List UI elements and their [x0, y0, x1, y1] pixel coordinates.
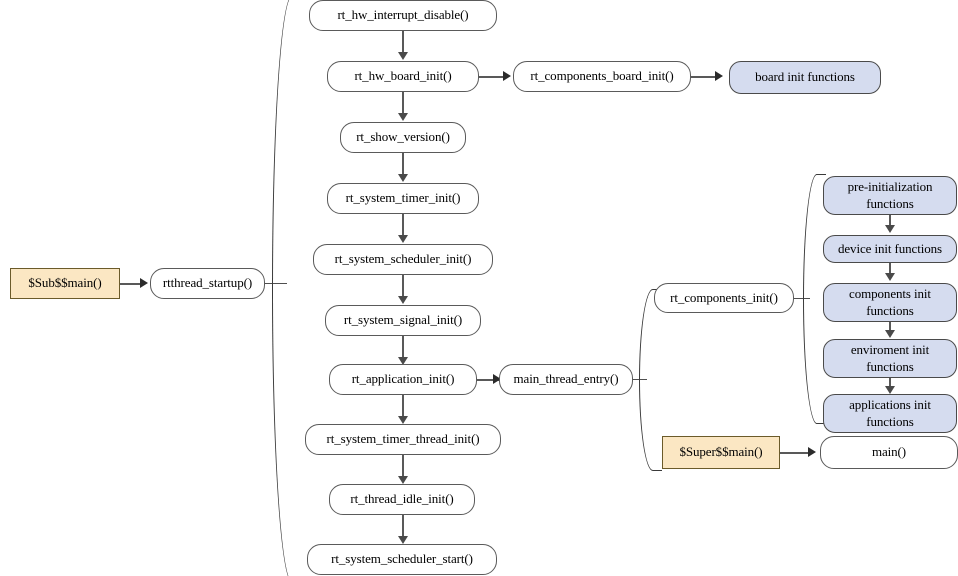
node-super-main[interactable]: $Super$$main() [662, 436, 780, 469]
arrowhead-7-8 [397, 416, 408, 424]
arrowhead-components-board-init-to-board-functions [715, 71, 723, 82]
edge-8-9 [401, 455, 405, 478]
edge-boardinit-to-components-board-init [479, 75, 507, 78]
edge-components-init-to-stage-brace [794, 298, 810, 300]
arrowhead-stage-1-2 [884, 225, 895, 233]
arrowhead-stage-4-5 [884, 386, 895, 394]
node-main-thread-entry[interactable]: main_thread_entry() [499, 364, 633, 395]
arrowhead-application-init-to-main-thread-entry [493, 374, 501, 385]
edge-stage-4-5 [888, 378, 892, 388]
edge-stage-2-3 [888, 263, 892, 275]
arrowhead-9-10 [397, 536, 408, 544]
edge-components-board-init-to-board-functions [691, 75, 719, 78]
node-rt-system-signal-init[interactable]: rt_system_signal_init() [325, 305, 481, 336]
edge-super-main-to-main [780, 451, 812, 454]
edge-2-3 [401, 92, 405, 115]
node-rtthread-startup[interactable]: rtthread_startup() [150, 268, 265, 299]
node-rt-hw-board-init[interactable]: rt_hw_board_init() [327, 61, 479, 92]
arrowhead-3-4 [397, 174, 408, 182]
node-rt-system-timer-init[interactable]: rt_system_timer_init() [327, 183, 479, 214]
node-enviroment-init-functions[interactable]: enviroment init functions [823, 339, 957, 378]
arrowhead-2-3 [397, 113, 408, 121]
edge-7-8 [401, 395, 405, 418]
edge-4-5 [401, 214, 405, 237]
arrowhead-1-2 [397, 52, 408, 60]
arrowhead-submain-to-startup [140, 278, 148, 289]
node-rt-thread-idle-init[interactable]: rt_thread_idle_init() [329, 484, 475, 515]
node-rt-components-board-init[interactable]: rt_components_board_init() [513, 61, 691, 92]
node-applications-init-functions[interactable]: applications init functions [823, 394, 957, 433]
edge-stage-3-4 [888, 322, 892, 332]
node-sub-main[interactable]: $Sub$$main() [10, 268, 120, 299]
node-rt-application-init[interactable]: rt_application_init() [329, 364, 477, 395]
edge-startup-to-brace [265, 283, 287, 285]
node-rt-system-scheduler-start[interactable]: rt_system_scheduler_start() [307, 544, 497, 575]
edge-5-6 [401, 275, 405, 298]
node-rt-show-version[interactable]: rt_show_version() [340, 122, 466, 153]
node-rt-system-timer-thread-init[interactable]: rt_system_timer_thread_init() [305, 424, 501, 455]
brace-startup-chain [272, 0, 305, 576]
edge-stage-1-2 [888, 215, 892, 227]
arrowhead-stage-2-3 [884, 273, 895, 281]
arrowhead-super-main-to-main [808, 447, 816, 458]
edge-submain-to-startup [120, 282, 144, 285]
edge-1-2 [401, 31, 405, 54]
edge-main-thread-entry-to-brace [633, 379, 647, 381]
node-device-init-functions[interactable]: device init functions [823, 235, 957, 263]
arrowhead-5-6 [397, 296, 408, 304]
arrowhead-stage-3-4 [884, 330, 895, 338]
node-rt-system-scheduler-init[interactable]: rt_system_scheduler_init() [313, 244, 493, 275]
arrowhead-boardinit-to-components-board-init [503, 71, 511, 82]
edge-9-10 [401, 515, 405, 538]
node-main[interactable]: main() [820, 436, 958, 469]
edge-6-7 [401, 336, 405, 359]
arrowhead-4-5 [397, 235, 408, 243]
node-components-init-functions[interactable]: components init functions [823, 283, 957, 322]
node-board-init-functions[interactable]: board init functions [729, 61, 881, 94]
edge-3-4 [401, 153, 405, 176]
arrowhead-8-9 [397, 476, 408, 484]
node-pre-initialization-functions[interactable]: pre-initialization functions [823, 176, 957, 215]
edge-application-init-to-main-thread-entry [477, 378, 499, 381]
node-rt-components-init[interactable]: rt_components_init() [654, 283, 794, 313]
arrowhead-6-7 [397, 357, 408, 365]
node-rt-hw-interrupt-disable[interactable]: rt_hw_interrupt_disable() [309, 0, 497, 31]
